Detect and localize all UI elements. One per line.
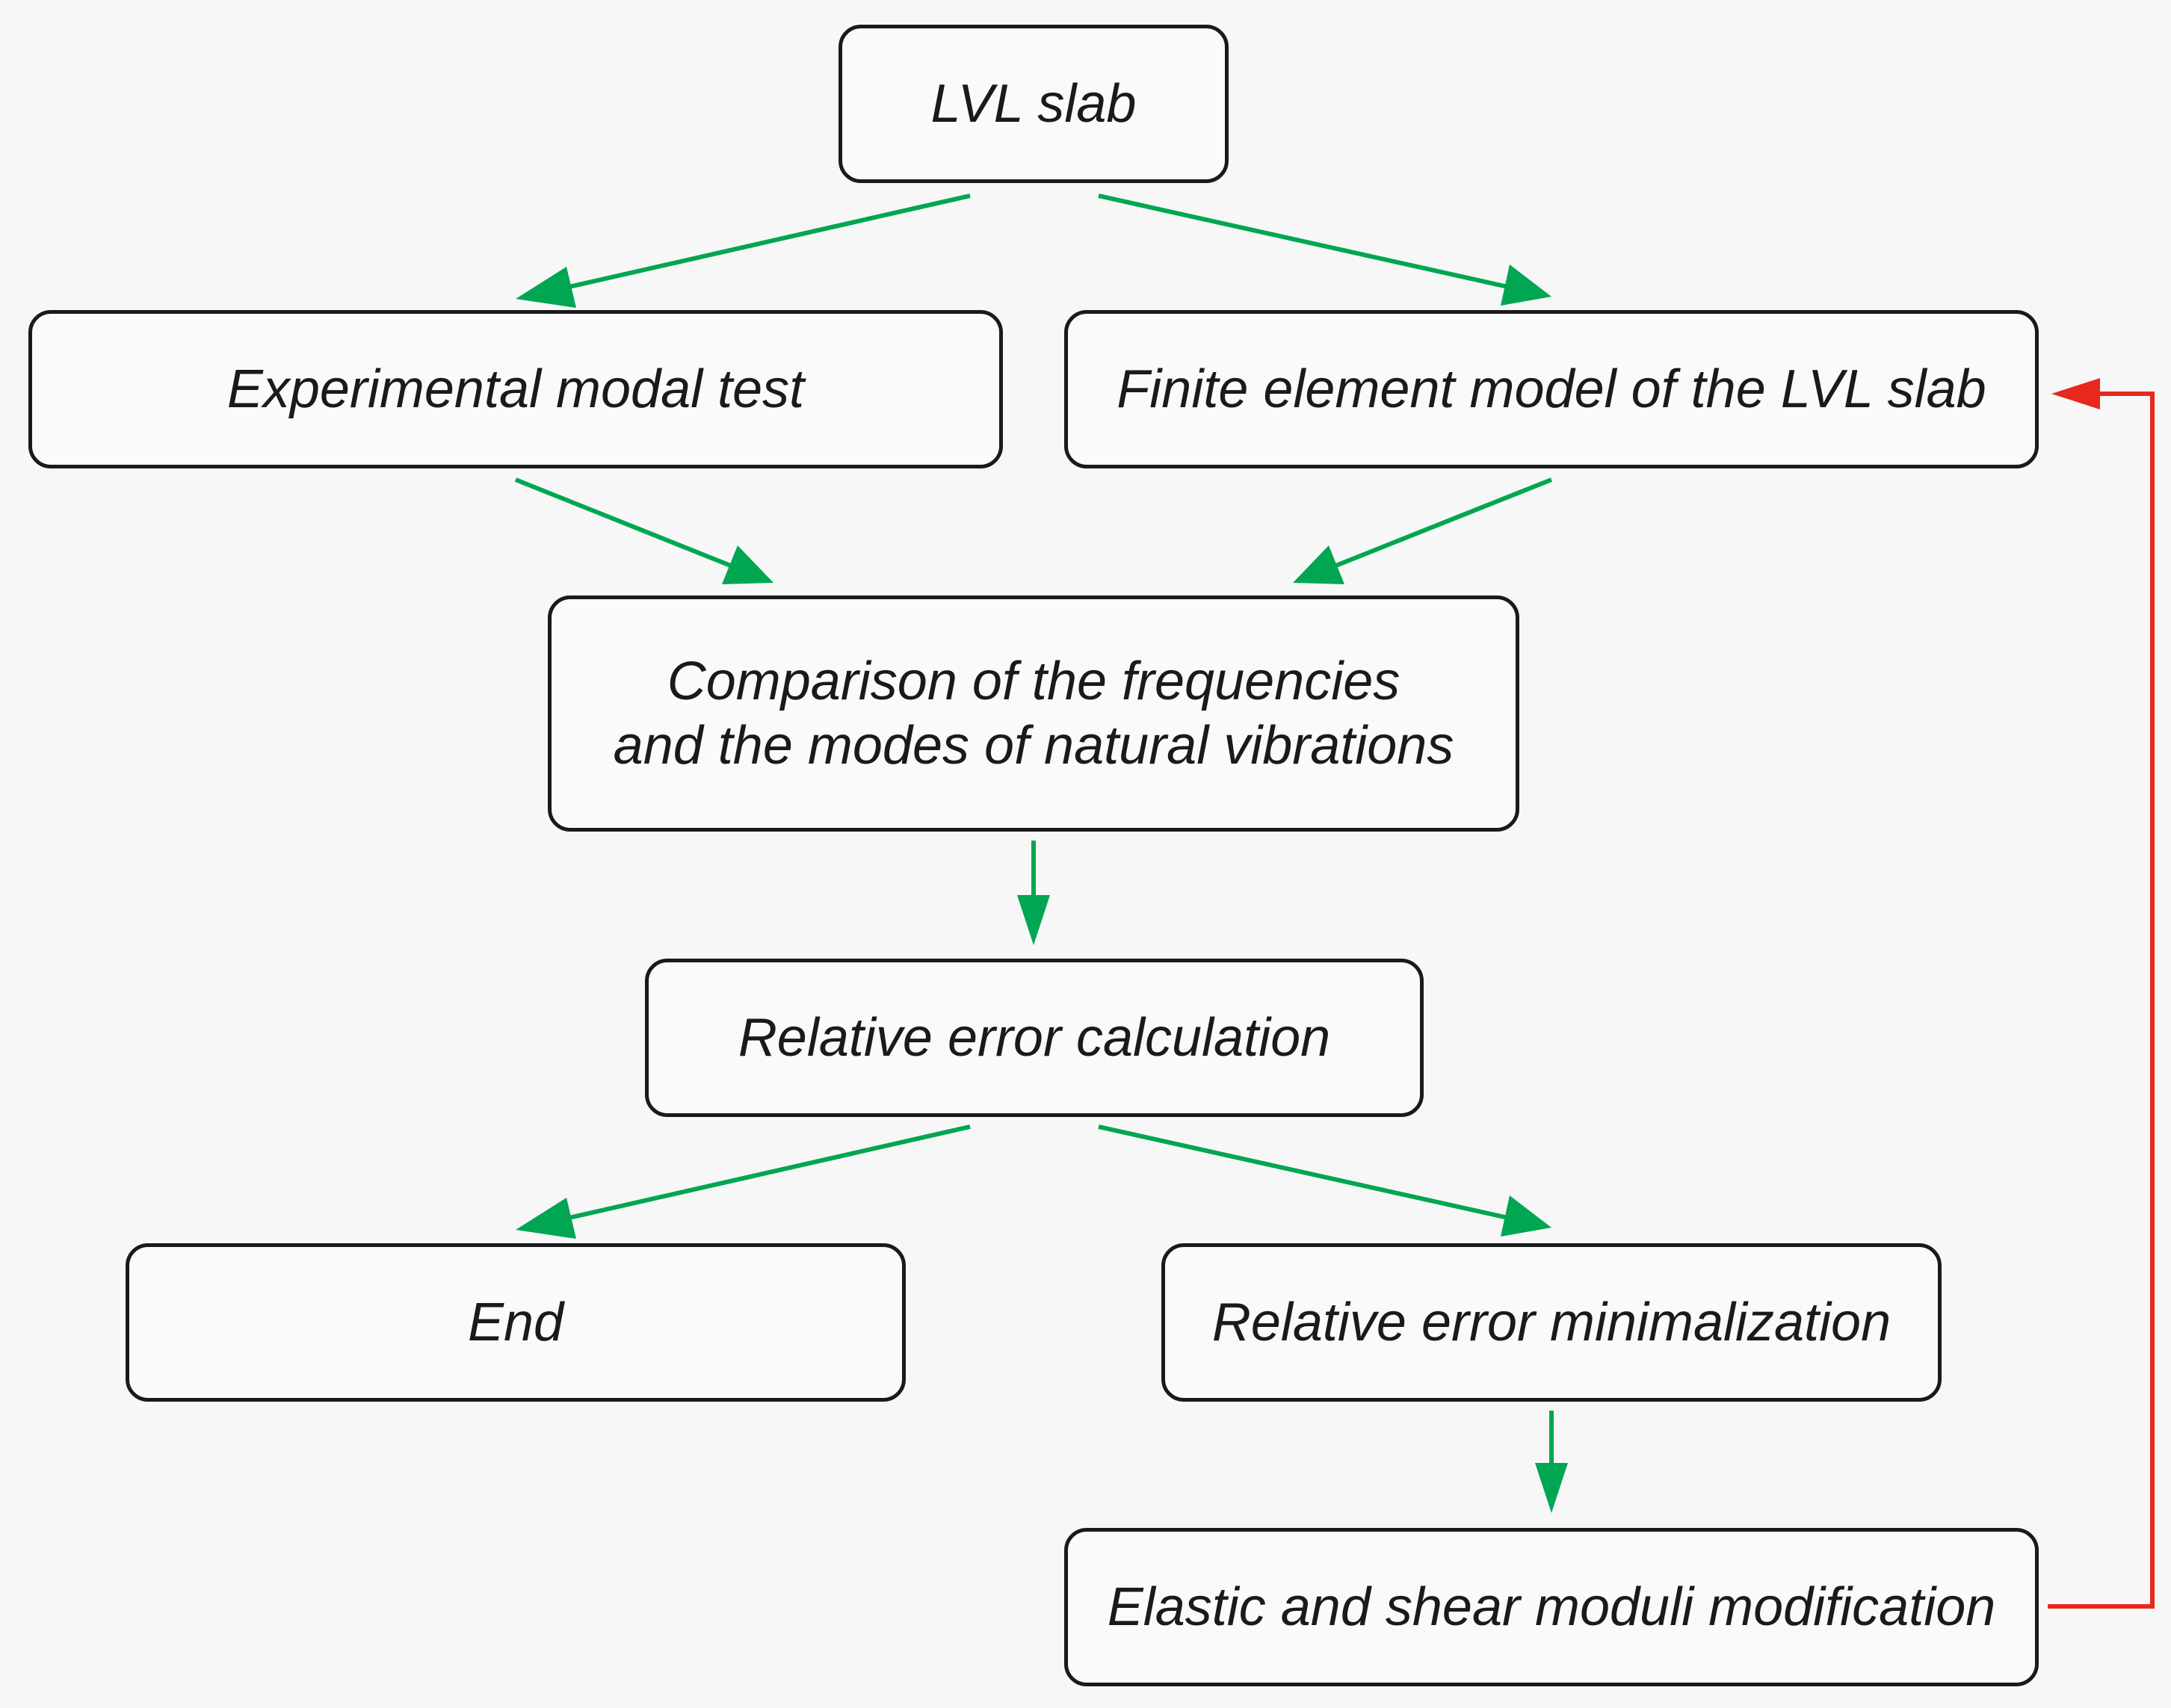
node-relative-error-calculation-label: Relative error calculation: [738, 1007, 1331, 1068]
edge-fem-to-comparison: [1293, 477, 1553, 584]
node-end-label: End: [467, 1292, 564, 1352]
node-finite-element-model: Finite element model of the LVL slab: [1064, 310, 2039, 468]
node-experimental-modal-test-label: Experimental modal test: [226, 359, 805, 419]
node-end: End: [126, 1243, 906, 1402]
node-lvl-slab-label: LVL slab: [930, 73, 1137, 134]
node-moduli-modification: Elastic and shear moduli modification: [1064, 1528, 2039, 1686]
node-finite-element-model-label: Finite element model of the LVL slab: [1117, 359, 1986, 419]
edge-comparison-to-error-calculation: [1017, 841, 1050, 945]
edge-lvl-slab-to-fem: [1098, 194, 1551, 306]
node-moduli-modification-label: Elastic and shear moduli modification: [1107, 1577, 1996, 1637]
node-comparison-label: Comparison of the frequencies and the mo…: [613, 651, 1454, 776]
node-relative-error-minimalization-label: Relative error minimalization: [1211, 1292, 1891, 1352]
edge-experimental-test-to-comparison: [514, 477, 773, 584]
node-experimental-modal-test: Experimental modal test: [28, 310, 1003, 468]
edge-minimalization-to-moduli-modification: [1535, 1411, 1568, 1513]
node-relative-error-calculation: Relative error calculation: [645, 959, 1424, 1117]
node-lvl-slab: LVL slab: [839, 25, 1229, 183]
edge-lvl-slab-to-experimental-test: [516, 194, 971, 308]
feedback-edge-moduli-to-fem: [2048, 378, 2155, 1609]
edge-error-calculation-to-minimalization: [1098, 1124, 1551, 1237]
node-comparison: Comparison of the frequencies and the mo…: [548, 595, 1519, 832]
node-relative-error-minimalization: Relative error minimalization: [1161, 1243, 1942, 1402]
edge-error-calculation-to-end: [516, 1124, 971, 1239]
